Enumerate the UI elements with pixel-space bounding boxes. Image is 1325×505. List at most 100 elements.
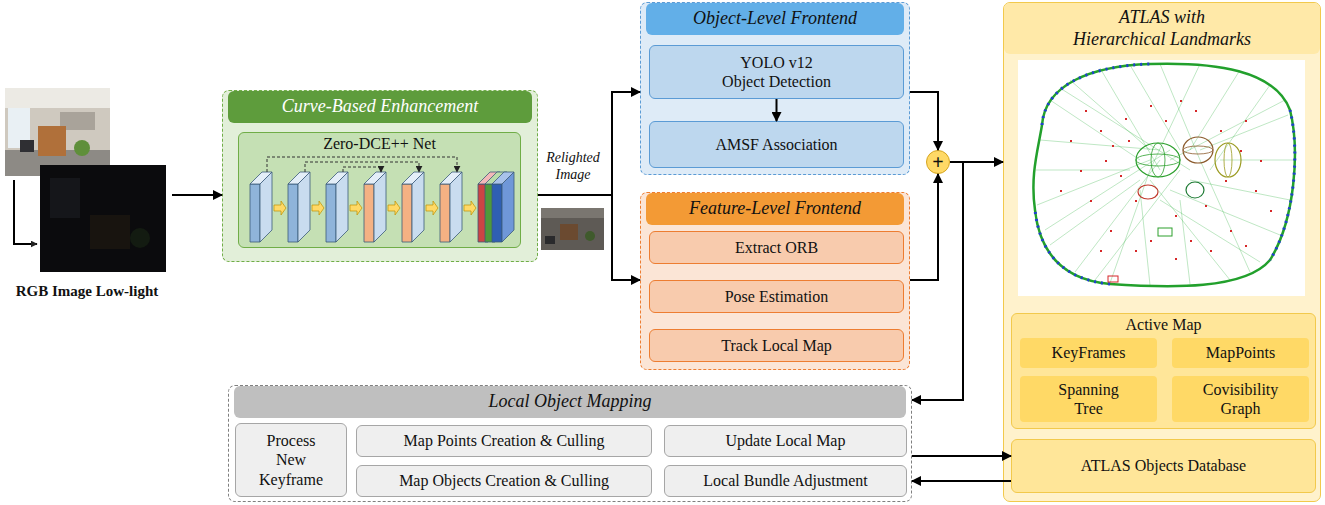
skip-connection xyxy=(267,157,457,172)
cnn-layer xyxy=(326,184,336,242)
box-label: Zero-DCE++ Net xyxy=(323,135,436,153)
process-box: Map Points Creation & Culling xyxy=(356,425,652,457)
object-ellipsoid xyxy=(1224,143,1232,177)
group-heading: Local Object Mapping xyxy=(234,386,906,418)
cnn-layer xyxy=(250,184,260,242)
box-label: YOLO v12 Object Detection xyxy=(702,53,852,91)
box-label: AMSF Association xyxy=(715,135,837,154)
layer-arrow xyxy=(274,201,286,215)
object-box xyxy=(1158,228,1172,236)
slam-map xyxy=(1018,60,1305,296)
cnn-layer xyxy=(336,172,348,242)
thumb-monitor xyxy=(545,236,555,244)
layer-arrow xyxy=(464,201,476,215)
process-box: Track Local Map xyxy=(649,329,904,362)
map-trajectory xyxy=(1033,64,1294,287)
object-ellipsoid xyxy=(1215,143,1241,177)
process-box: Map Objects Creation & Culling xyxy=(356,465,652,497)
photo-arrow xyxy=(14,180,37,244)
box-label: Extract ORB xyxy=(735,238,818,257)
layer-arrow xyxy=(350,201,362,215)
photo-monitor xyxy=(20,140,34,152)
cnn-layer xyxy=(288,184,298,242)
cnn-layer xyxy=(298,172,310,242)
skip-connections xyxy=(267,157,457,172)
box-label: ATLAS Objects Database xyxy=(1081,456,1246,475)
map-element: Spanning Tree xyxy=(1020,376,1157,422)
connector-group xyxy=(172,92,1011,481)
cnn-layers xyxy=(250,172,514,242)
object-ellipsoid xyxy=(1151,143,1165,177)
box-label: Map Objects Creation & Culling xyxy=(399,471,609,490)
map-element: KeyFrames xyxy=(1020,338,1157,368)
process-box: Extract ORB xyxy=(649,231,904,264)
process-box: Pose Estimation xyxy=(649,280,904,313)
photo-wall xyxy=(5,88,110,176)
thumb-ceiling xyxy=(541,208,604,218)
cnn-layer xyxy=(412,172,424,242)
cnn-layer xyxy=(450,172,462,242)
cnn-layer xyxy=(440,184,450,242)
layer-arrow xyxy=(426,201,438,215)
dark-photo xyxy=(40,165,166,272)
output-layer xyxy=(478,172,500,184)
box-label: Local Bundle Adjustment xyxy=(703,471,867,490)
flow-arrow xyxy=(912,455,1011,457)
input-image: RGB Image Low-light xyxy=(2,86,172,304)
object-ellipsoid xyxy=(1138,185,1158,199)
photo-shelf xyxy=(60,112,95,130)
flow-arrow xyxy=(950,161,1003,163)
photo-plant xyxy=(74,140,90,156)
cnn-layer xyxy=(326,172,348,184)
thumb-plant xyxy=(585,231,595,241)
photo-ceiling xyxy=(5,88,110,108)
map-group: Active MapKeyFramesMapPointsSpanning Tre… xyxy=(1011,313,1316,429)
map-points xyxy=(1060,100,1272,260)
box-label: KeyFrames xyxy=(1052,343,1126,362)
map-panel: ATLAS with Hierarchical LandmarksActive … xyxy=(1003,2,1321,502)
map-element: MapPoints xyxy=(1172,338,1309,368)
layer-arrow xyxy=(388,201,400,215)
group-heading: Feature-Level Frontend xyxy=(646,193,904,225)
layer-arrow xyxy=(312,201,324,215)
covisibility-lines xyxy=(1036,64,1295,285)
output-layer xyxy=(485,184,495,242)
dark-shape xyxy=(50,178,80,218)
object-ellipsoid xyxy=(1136,154,1180,166)
box-label: Update Local Map xyxy=(726,431,846,450)
cnn-layer xyxy=(364,172,386,184)
output-layer xyxy=(488,172,500,242)
module-panel: Object-Level FrontendYOLO v12 Object Det… xyxy=(640,2,910,175)
cnn-layer xyxy=(260,172,272,242)
input-photo xyxy=(5,88,110,176)
flow-arrow xyxy=(776,99,778,121)
map-ground xyxy=(1018,60,1305,296)
object-box xyxy=(1108,276,1118,282)
flow-arrow xyxy=(912,162,963,400)
network-box: Zero-DCE++ Net xyxy=(238,132,521,248)
flow-arrow xyxy=(172,194,222,196)
object-ellipsoid xyxy=(1183,146,1213,154)
output-layer xyxy=(485,172,507,184)
module-panel: Feature-Level FrontendExtract ORB Pose Es… xyxy=(640,192,910,370)
box-label: Track Local Map xyxy=(721,336,832,355)
flow-arrow xyxy=(912,480,1011,482)
cnn-layer xyxy=(250,172,272,184)
process-box: Process New Keyframe xyxy=(235,423,347,497)
box-label: MapPoints xyxy=(1206,343,1275,362)
thumb-wall xyxy=(541,208,604,250)
group-heading: ATLAS with Hierarchical Landmarks xyxy=(1004,3,1320,54)
skip-connection xyxy=(305,162,419,172)
box-label: Process New Keyframe xyxy=(255,431,327,489)
dark-shape xyxy=(90,215,130,249)
thumb-chair xyxy=(560,224,578,240)
cnn-layer xyxy=(440,172,462,184)
skip-connection xyxy=(343,167,381,172)
flow-arrow xyxy=(910,92,938,150)
flow-arrow xyxy=(538,195,640,280)
cnn-layer xyxy=(402,172,424,184)
